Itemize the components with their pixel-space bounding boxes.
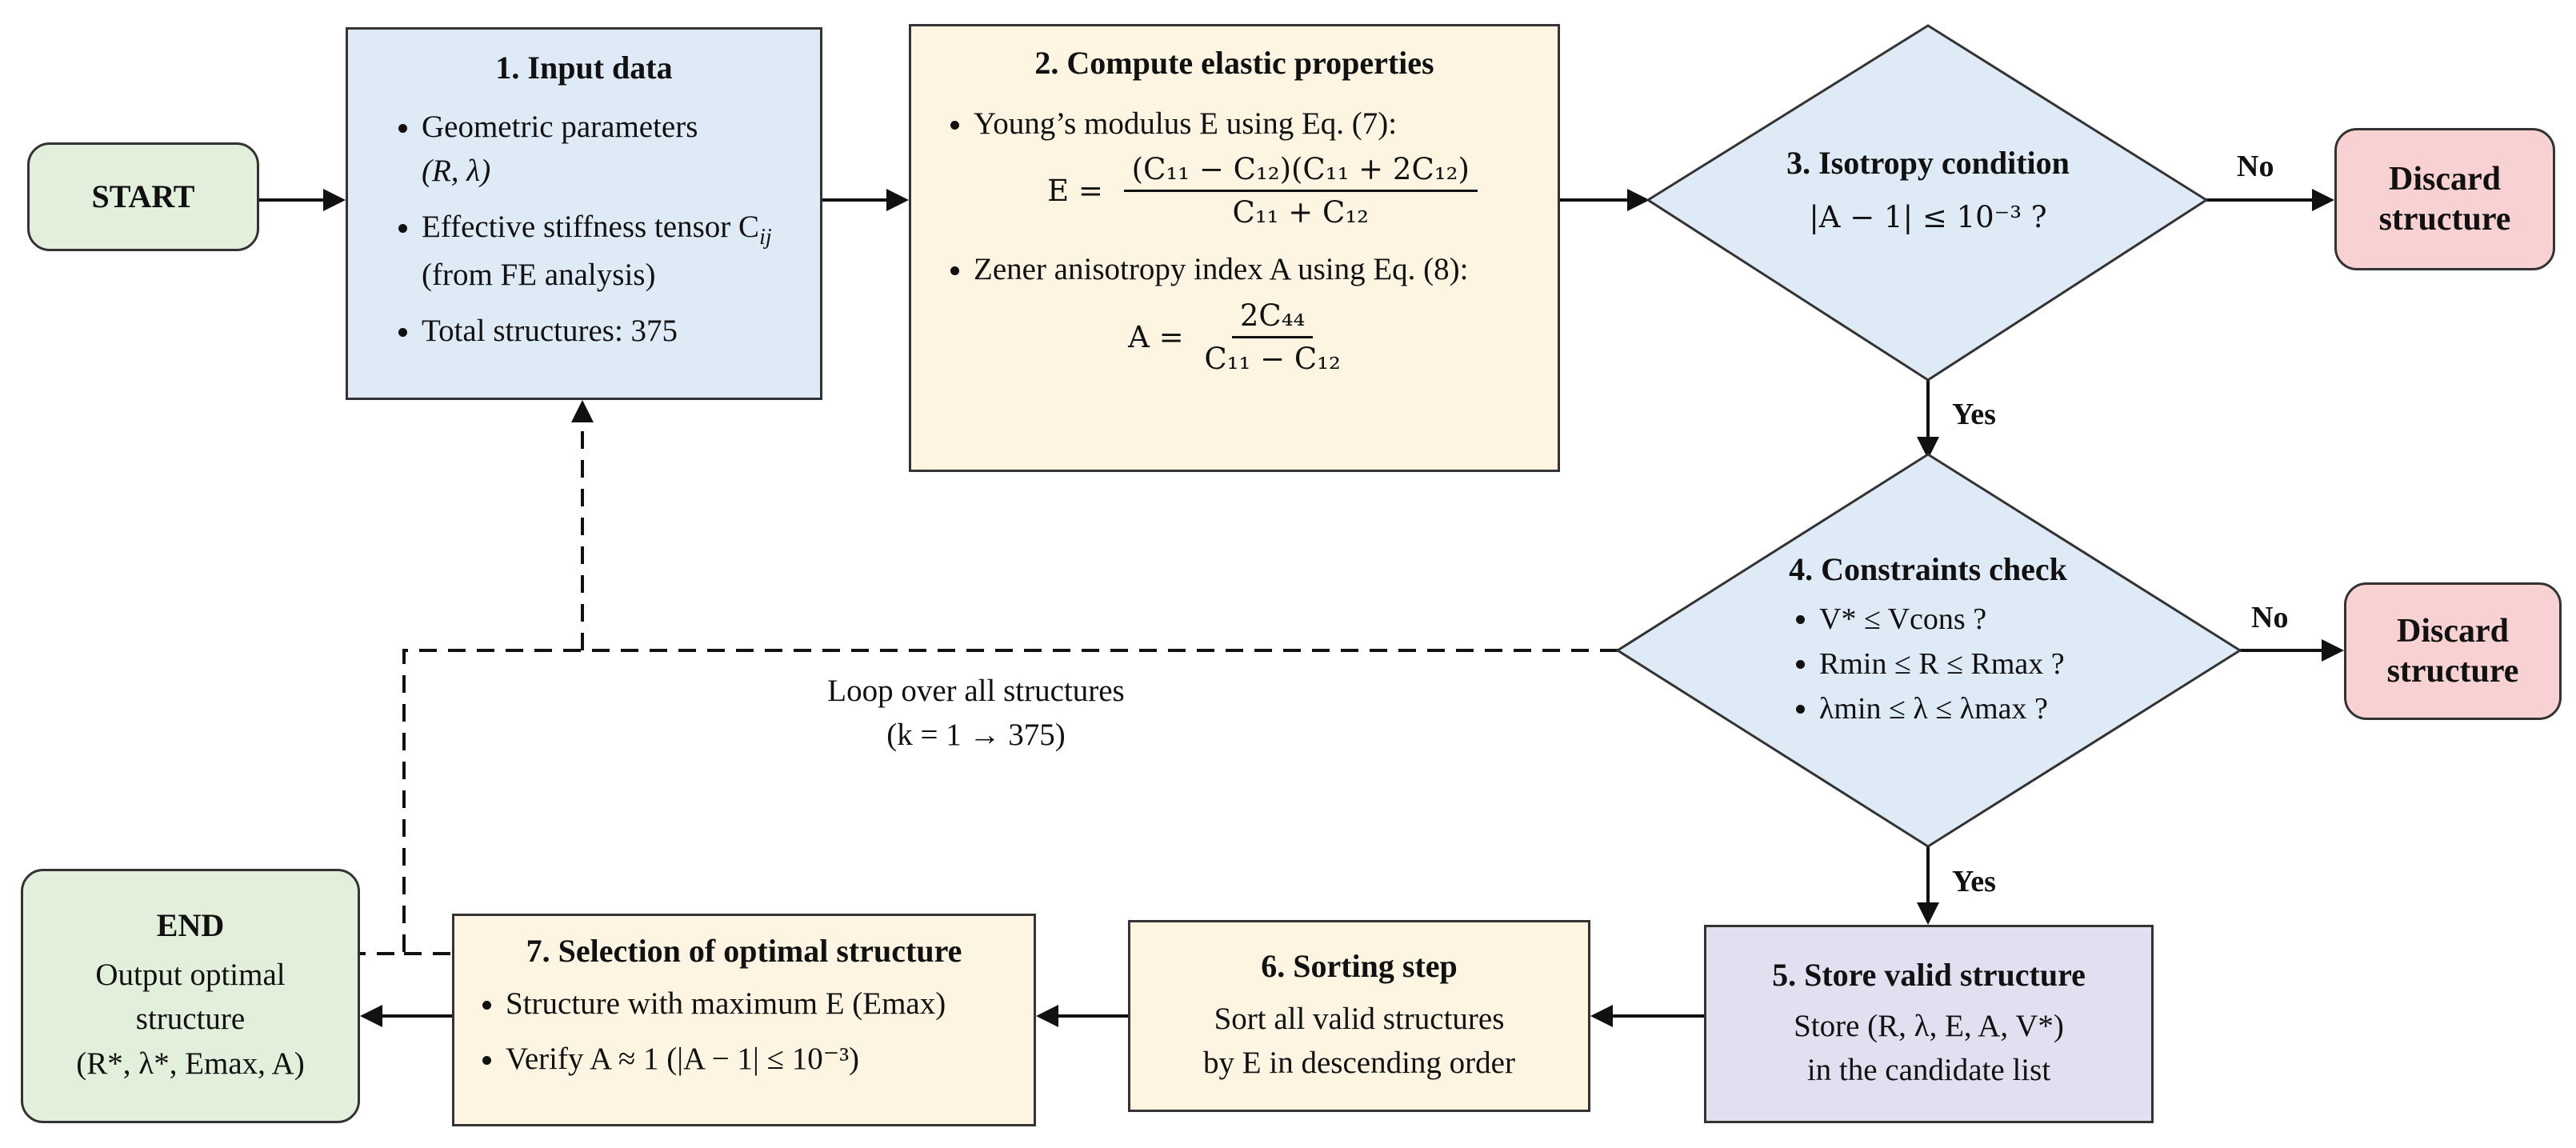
arrowhead-input — [323, 189, 346, 211]
constraints-title: 4. Constraints check — [1789, 551, 2067, 587]
compute-title: 2. Compute elastic properties — [1034, 45, 1434, 81]
arrowhead-selection — [1036, 1005, 1058, 1027]
sorting-title: 6. Sorting step — [1261, 947, 1458, 984]
start-label: START — [91, 178, 195, 214]
arrowhead-compute — [886, 189, 909, 211]
start-node: START — [27, 142, 259, 251]
loop-label: Loop over all structures (k = 1 → 375) — [768, 669, 1184, 758]
loop-dashed-line — [360, 649, 1618, 955]
input-item-geometric: Geometric parameters (R, λ) — [422, 105, 796, 194]
arrowhead-end — [360, 1005, 382, 1027]
constraints-diamond — [1615, 453, 2242, 848]
input-item-total: Total structures: 375 — [422, 309, 796, 353]
loop-line1: Loop over all structures — [827, 674, 1125, 708]
constraint-lambda: λmin ≤ λ ≤ λmax ? — [1819, 686, 2128, 731]
end-line3: (R*, λ*, Emax, A) — [76, 1046, 305, 1081]
selection-item-verify: Verify A ≈ 1 (|A − 1| ≤ 10⁻³) — [506, 1037, 1013, 1081]
arrowhead-constraints — [1917, 437, 1939, 459]
edge-label-no-2: No — [2251, 601, 2289, 634]
constraint-volume: V* ≤ Vcons ? — [1819, 597, 2128, 642]
end-line1: Output optimal — [95, 957, 286, 992]
discard-node-2: Discard structure — [2344, 582, 2562, 720]
zener-numerator: 2C₄₄ — [1231, 298, 1314, 338]
input-data-title: 1. Input data — [495, 50, 673, 86]
isotropy-diamond — [1646, 24, 2209, 382]
constraint-radius: Rmin ≤ R ≤ Rmax ? — [1819, 642, 2128, 686]
input-item-stiffness: Effective stiffness tensor Cij (from FE … — [422, 205, 796, 298]
zener-equation: A = 2C₄₄ C₁₁ − C₁₂ — [1128, 298, 1341, 376]
store-line2: in the candidate list — [1806, 1053, 2051, 1087]
store-box: 5. Store valid structure Store (R, λ, E,… — [1704, 925, 2154, 1123]
isotropy-text: 3. Isotropy condition |A − 1| ≤ 10⁻³ ? — [1720, 144, 2136, 239]
sorting-line2: by E in descending order — [1203, 1046, 1515, 1080]
youngs-denominator: C₁₁ + C₁₂ — [1232, 195, 1370, 230]
arrowhead-store — [1917, 902, 1939, 925]
arrowhead-isotropy — [1627, 189, 1650, 211]
edge-label-yes-1: Yes — [1952, 398, 1996, 431]
compute-bullet-zener: Zener anisotropy index A using Eq. (8): — [974, 247, 1529, 291]
sorting-box: 6. Sorting step Sort all valid structure… — [1128, 920, 1590, 1112]
selection-title: 7. Selection of optimal structure — [526, 933, 962, 969]
youngs-equation: E = (C₁₁ − C₁₂)(C₁₁ + 2C₁₂) C₁₁ + C₁₂ — [996, 152, 1529, 230]
isotropy-condition: |A − 1| ≤ 10⁻³ ? — [1809, 200, 2047, 234]
end-node: END Output optimal structure (R*, λ*, Em… — [21, 869, 360, 1123]
zener-denominator: C₁₁ − C₁₂ — [1204, 341, 1341, 376]
store-title: 5. Store valid structure — [1772, 956, 2086, 993]
arrowhead-discard1 — [2312, 189, 2334, 211]
discard-node-1: Discard structure — [2334, 128, 2555, 270]
arrowhead-sorting — [1590, 1005, 1613, 1027]
constraints-text: 4. Constraints check V* ≤ Vcons ? Rmin ≤… — [1728, 550, 2128, 732]
edge-label-no-1: No — [2237, 150, 2274, 183]
sorting-line1: Sort all valid structures — [1214, 1001, 1505, 1036]
input-data-box: 1. Input data Geometric parameters (R, λ… — [346, 27, 822, 400]
compute-box: 2. Compute elastic properties Young’s mo… — [909, 24, 1560, 472]
end-line2: structure — [135, 1002, 246, 1037]
selection-box: 7. Selection of optimal structure Struct… — [452, 914, 1036, 1126]
arrowhead-loop-up — [571, 400, 594, 422]
isotropy-title: 3. Isotropy condition — [1786, 145, 2070, 181]
compute-bullet-youngs: Young’s modulus E using Eq. (7): — [974, 102, 1529, 146]
youngs-numerator: (C₁₁ − C₁₂)(C₁₁ + 2C₁₂) — [1123, 152, 1478, 193]
loop-line2: (k = 1 → 375) — [886, 718, 1066, 753]
selection-item-max: Structure with maximum E (Emax) — [506, 982, 1013, 1026]
end-title: END — [156, 906, 225, 943]
arrowhead-discard2 — [2322, 639, 2344, 662]
store-line1: Store (R, λ, E, A, V*) — [1794, 1008, 2064, 1043]
edge-label-yes-2: Yes — [1952, 865, 1996, 898]
